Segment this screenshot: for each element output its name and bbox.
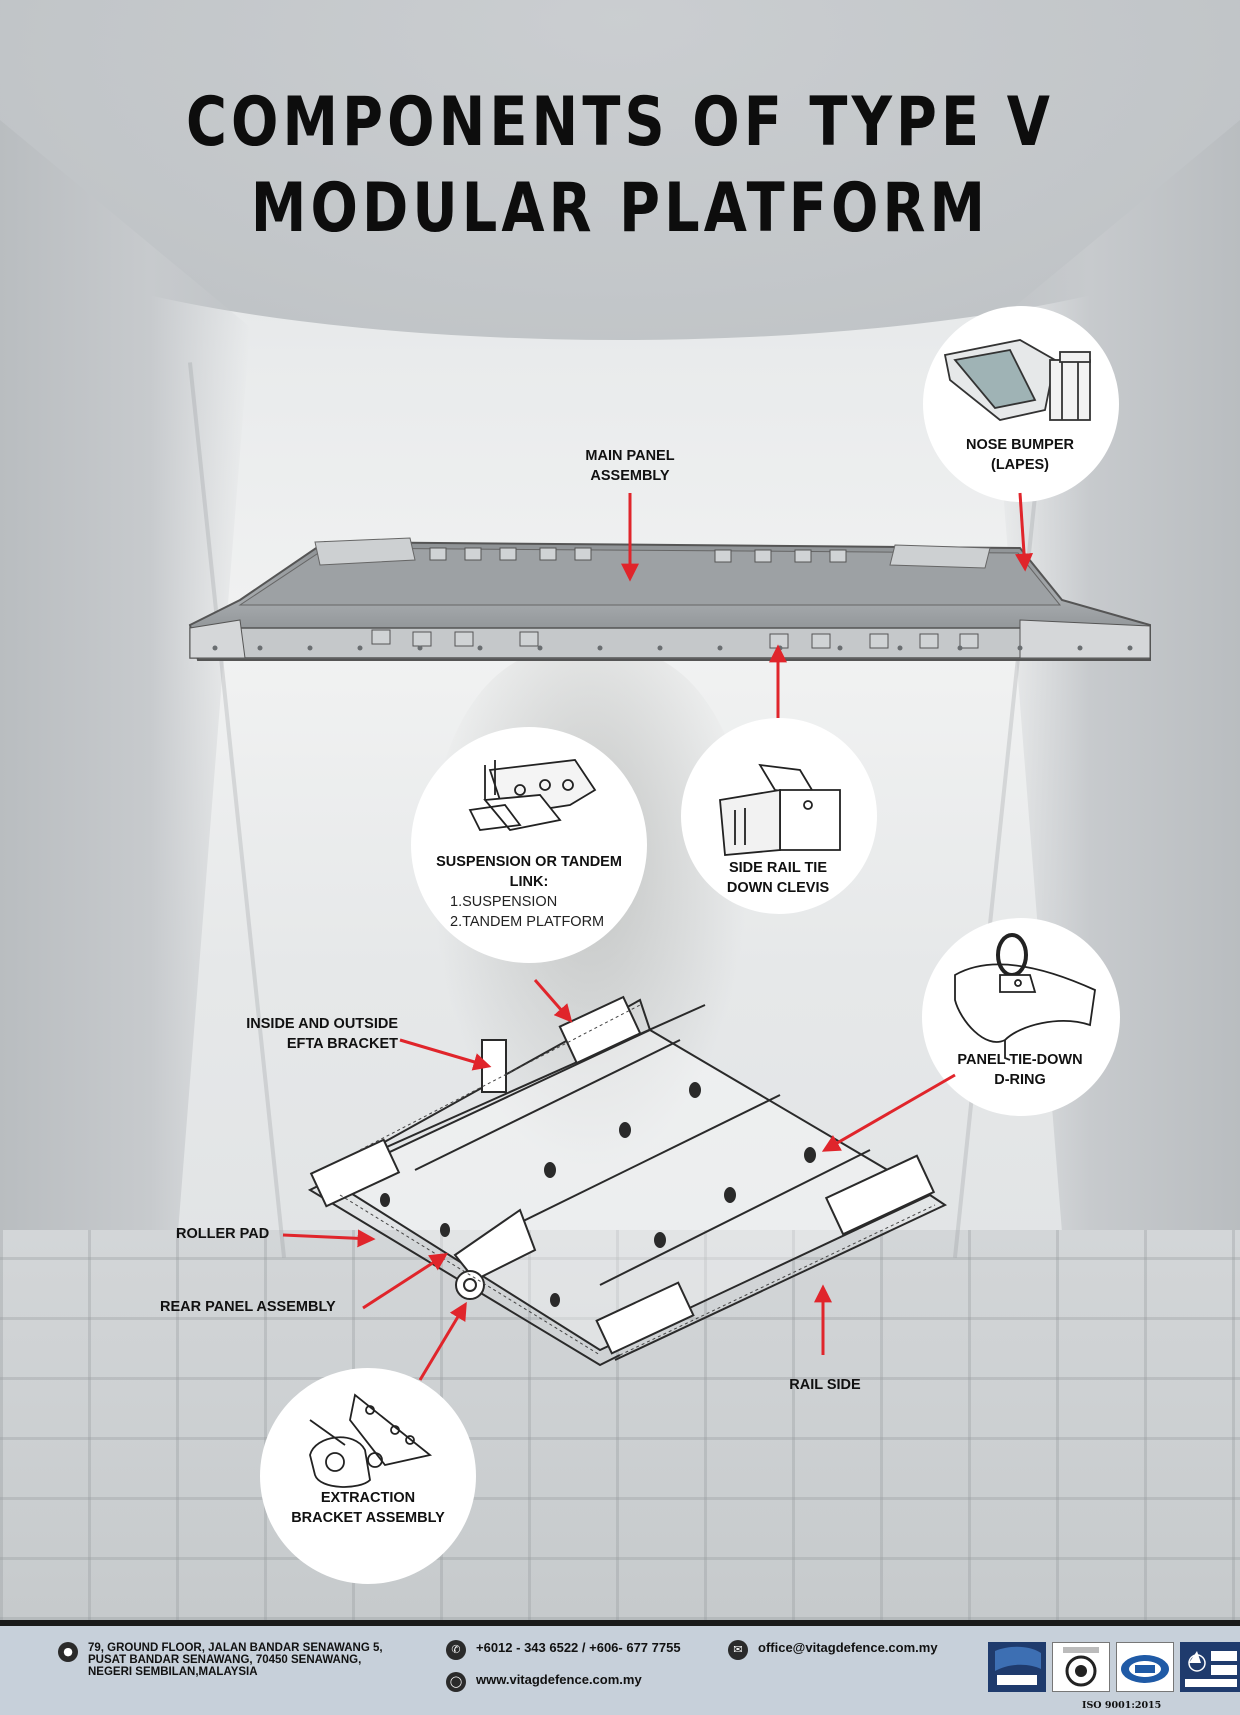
footer-website[interactable]: ◯ www.vitagdefence.com.my: [446, 1672, 642, 1692]
panel-dring-label: PANEL TIE-DOWN D-RING: [957, 1052, 1083, 1088]
suspension-link-item: 1.SUSPENSION: [450, 894, 558, 910]
footer-phone-text: +6012 - 343 6522 / +606- 677 7755: [476, 1640, 681, 1655]
background-cargo-floor: [0, 1230, 1240, 1620]
efta-bracket-arrow: [399, 1038, 492, 1071]
suspension-link-item: 2.TANDEM PLATFORM: [450, 914, 605, 930]
roller-pad-label: ROLLER PAD: [176, 1226, 270, 1242]
callout-arrows: [282, 492, 1034, 1381]
extraction-bracket-detail-drawing: [309, 1393, 433, 1488]
footer-address: ● 79, GROUND FLOOR, JALAN BANDAR SENAWAN…: [58, 1642, 388, 1678]
rear-panel-arrow: [362, 1253, 449, 1310]
rear-panel-assembly-label: REAR PANEL ASSEMBLY: [160, 1299, 336, 1315]
page-title-line2: MODULAR PLATFORM: [250, 169, 990, 248]
mail-icon: ✉: [728, 1640, 748, 1660]
phone-icon: ✆: [446, 1640, 466, 1660]
certification-logos: [988, 1642, 1240, 1692]
footer-email-text: office@vitagdefence.com.my: [758, 1640, 938, 1655]
iso-9001-2015-text: ISO 9001:2015: [1082, 1700, 1162, 1711]
rail-side-label: RAIL SIDE: [789, 1377, 861, 1393]
background-ceiling: [0, 0, 1240, 340]
suspension-link-arrow: [533, 979, 573, 1023]
nose-bumper-arrow: [1015, 492, 1034, 572]
extraction-bracket-arrow: [418, 1301, 467, 1381]
footer-address-text: 79, GROUND FLOOR, JALAN BANDAR SENAWANG …: [88, 1642, 383, 1678]
footer-website-text: www.vitagdefence.com.my: [476, 1672, 642, 1687]
suspension-link-label: SUSPENSION OR TANDEM LINK:: [436, 854, 622, 890]
main-panel-assembly-label: MAIN PANEL ASSEMBLY: [585, 448, 675, 484]
main-panel-assembly-drawing: [188, 537, 1151, 661]
platform-illustration: [188, 339, 1151, 1488]
roller-pad-arrow: [282, 1229, 376, 1248]
iso-9001-intercert-logo: [988, 1642, 1046, 1692]
suspension-link-list: 1.SUSPENSION 2.TANDEM PLATFORM: [450, 892, 640, 932]
globe-icon: ◯: [446, 1672, 466, 1692]
type-v-platform-line-drawing: [307, 995, 948, 1367]
iaf-logo: [1116, 1642, 1174, 1692]
panel-dring-detail-drawing: [954, 933, 1096, 1061]
side-rail-clevis-detail-drawing: [719, 763, 841, 856]
location-pin-icon: ●: [58, 1642, 78, 1662]
contact-footer: ● 79, GROUND FLOOR, JALAN BANDAR SENAWAN…: [0, 1620, 1240, 1715]
page-title-line1: COMPONENTS OF TYPE V: [186, 83, 1054, 162]
footer-email[interactable]: ✉ office@vitagdefence.com.my: [728, 1640, 938, 1660]
nose-bumper-detail-drawing: [943, 339, 1091, 421]
extraction-bracket-label: EXTRACTION BRACKET ASSEMBLY: [291, 1490, 445, 1526]
panel-dring-arrow: [821, 1073, 956, 1152]
efta-bracket-label: INSIDE AND OUTSIDE EFTA BRACKET: [246, 1016, 398, 1052]
nato-otan-ncage-logo: [1180, 1642, 1240, 1692]
suspension-link-detail-drawing: [468, 759, 597, 831]
nose-bumper-label: NOSE BUMPER (LAPES): [966, 437, 1074, 473]
side-rail-clevis-label: SIDE RAIL TIE DOWN CLEVIS: [726, 860, 830, 896]
footer-phone[interactable]: ✆ +6012 - 343 6522 / +606- 677 7755: [446, 1640, 681, 1660]
dsm-accreditation-logo: [1052, 1642, 1110, 1692]
page-title: COMPONENTS OF TYPE V MODULAR PLATFORM: [112, 80, 1129, 252]
